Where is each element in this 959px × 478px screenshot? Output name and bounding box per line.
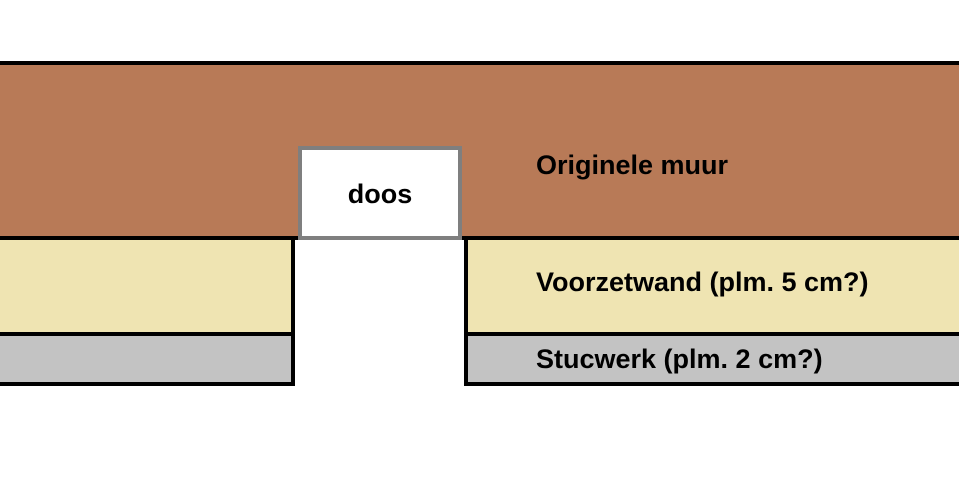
- plaster-right: [464, 332, 959, 386]
- original-wall-layer: [0, 61, 959, 240]
- original-wall-label: Originele muur: [536, 150, 729, 180]
- furring-wall-right: [464, 236, 959, 336]
- box-label: doos: [347, 179, 413, 209]
- plaster-label: Stucwerk (plm. 2 cm?): [536, 344, 823, 374]
- furring-wall-label: Voorzetwand (plm. 5 cm?): [536, 267, 869, 297]
- plaster-left: [0, 332, 295, 386]
- wall-opening: [295, 240, 464, 400]
- box: [298, 146, 462, 240]
- furring-wall-left: [0, 236, 295, 336]
